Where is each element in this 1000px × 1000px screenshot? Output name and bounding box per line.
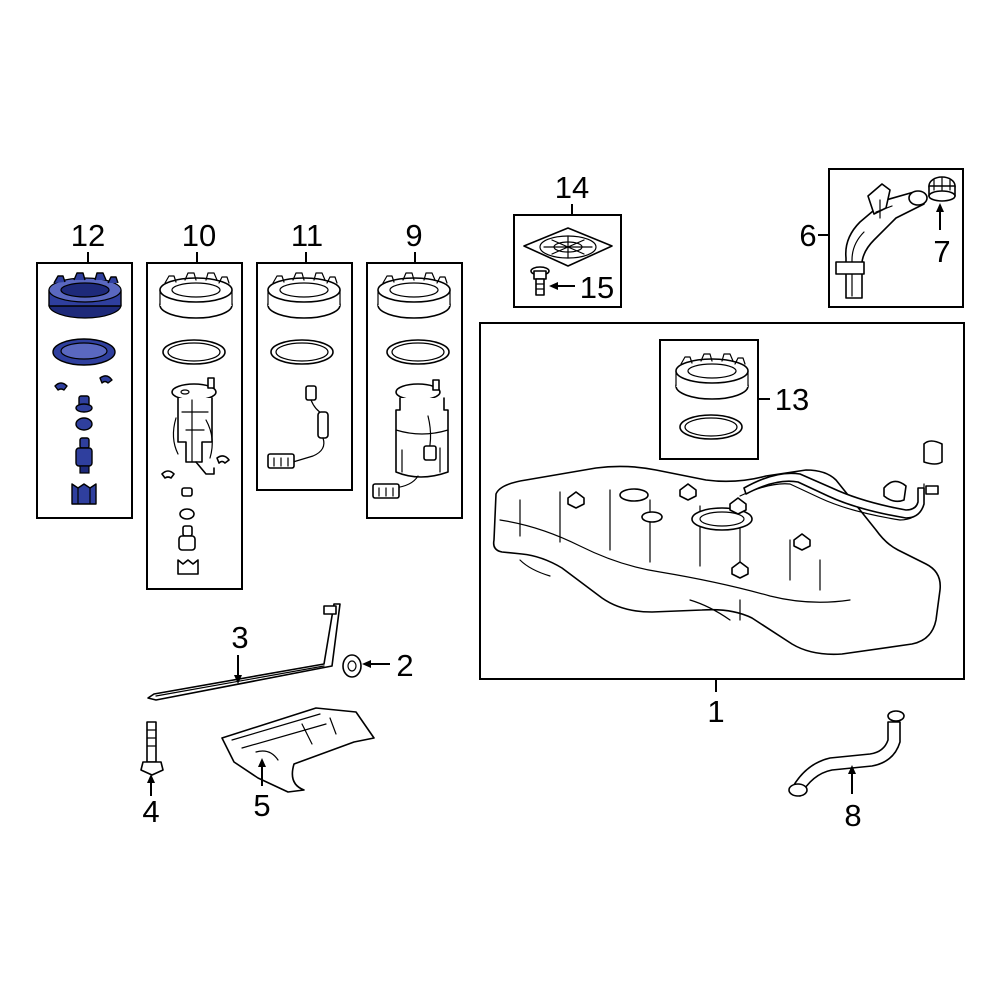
callout-8: 8: [844, 798, 861, 833]
group-6-filler-pipe[interactable]: [818, 168, 964, 308]
filter-parts-highlighted: [71, 395, 97, 505]
group-12-fuel-pump-kit[interactable]: [36, 252, 133, 519]
clip-10-right: [216, 455, 230, 464]
lock-ring-highlighted: [48, 272, 122, 319]
callout-5-arrow: [258, 758, 266, 767]
callout-2-arrow: [362, 660, 371, 668]
seal-11: [270, 339, 334, 365]
clip-10-left: [161, 470, 175, 479]
clip-right-highlighted: [99, 375, 113, 384]
lock-ring-13: [675, 353, 749, 400]
callout-2: 2: [396, 648, 413, 683]
wire-harness-11: [267, 385, 329, 469]
part-5-heat-shield[interactable]: [221, 707, 375, 793]
lock-ring-11: [267, 272, 341, 319]
group-6-box: [828, 168, 964, 308]
seal-10: [162, 339, 226, 365]
group-11-box: [256, 262, 353, 491]
part-8-hose[interactable]: [788, 710, 905, 797]
filler-cap-7: [928, 176, 956, 202]
callout-13: 13: [775, 382, 809, 417]
part-4-bolt[interactable]: [140, 721, 164, 796]
group-12-box: [36, 262, 133, 519]
group-1-fuel-tank[interactable]: [479, 322, 965, 692]
group-14-cover-plate[interactable]: [513, 204, 622, 308]
group-10-fuel-pump-module[interactable]: [146, 252, 243, 590]
callout-14: 14: [555, 170, 589, 205]
callout-11: 11: [291, 218, 323, 253]
group-1-box: [479, 322, 965, 680]
callout-5: 5: [253, 788, 270, 823]
part-3-strap[interactable]: [147, 603, 341, 701]
seal-highlighted: [52, 338, 116, 366]
callout-7: 7: [933, 234, 950, 269]
cover-plate: [523, 227, 613, 267]
callout-labels: 1 2 3 4 5 6 7 8 9 10 11 12 13 14 15: [71, 170, 951, 833]
part-2-cushion[interactable]: [342, 654, 390, 678]
clip-left-highlighted: [54, 382, 68, 391]
lock-ring-10: [159, 272, 233, 319]
tank-body: [492, 440, 943, 656]
seal-13: [679, 414, 743, 440]
callout-3-arrow: [234, 675, 242, 684]
pump-body-9: [372, 379, 449, 499]
callout-10: 10: [182, 218, 216, 253]
group-14-box: [513, 214, 622, 308]
group-11-wiring[interactable]: [256, 252, 353, 491]
callout-12: 12: [71, 218, 105, 253]
pump-assembly-10: [171, 377, 217, 475]
callout-9: 9: [405, 218, 422, 253]
callout-4: 4: [142, 794, 159, 829]
group-13-lock-ring-seal[interactable]: [659, 339, 770, 460]
callout-3: 3: [231, 620, 248, 655]
callout-7-arrow: [936, 203, 944, 212]
lock-ring-9: [377, 272, 451, 319]
callout-4-arrow: [147, 774, 155, 783]
filter-parts-10: [177, 487, 199, 575]
callout-15-arrow: [549, 282, 558, 290]
callout-1: 1: [707, 694, 724, 729]
callout-8-arrow: [848, 765, 856, 774]
seal-9: [386, 339, 450, 365]
bolt-15: [530, 266, 550, 296]
callout-6: 6: [799, 218, 816, 253]
callout-15: 15: [580, 270, 614, 305]
group-9-pump-assembly[interactable]: [366, 252, 463, 519]
filler-pipe: [835, 183, 928, 299]
group-10-box: [146, 262, 243, 590]
